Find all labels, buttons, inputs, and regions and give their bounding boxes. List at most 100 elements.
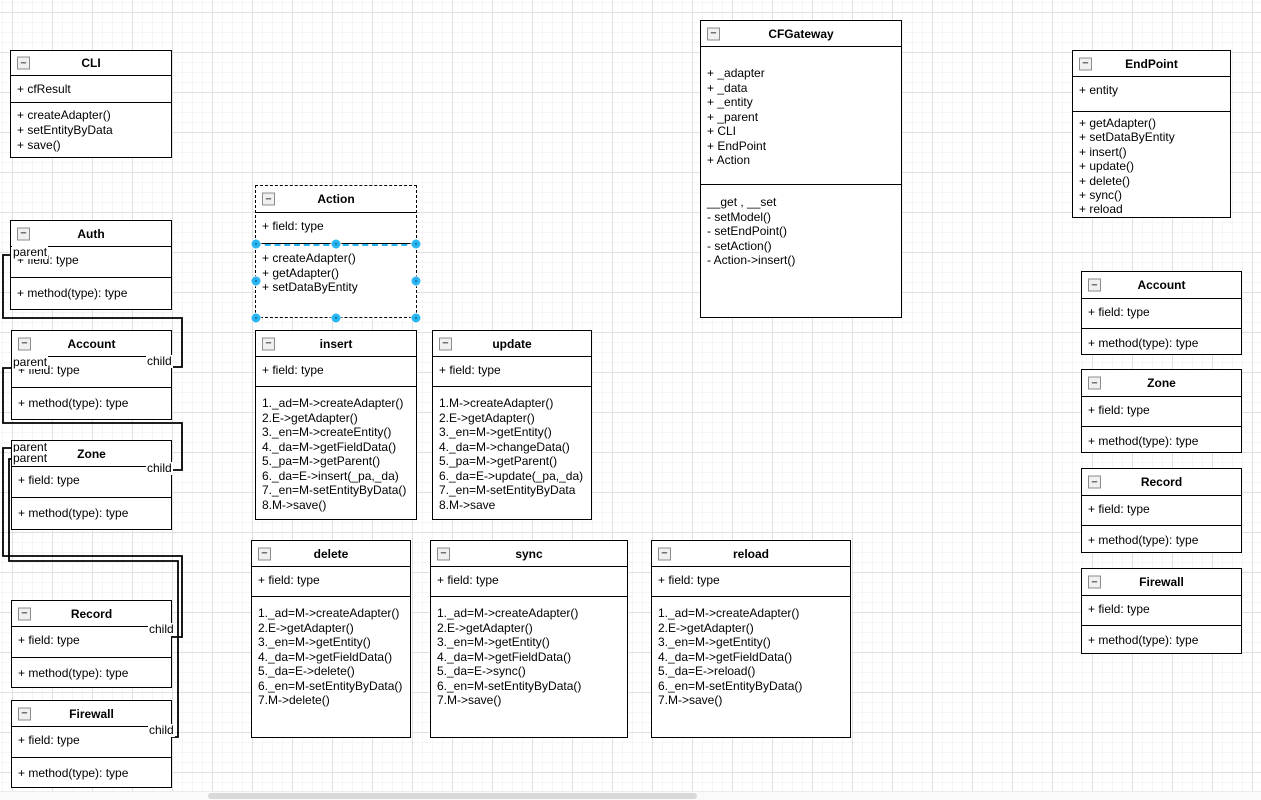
class-record-left[interactable]: − Record + field: type + method(type): t… [11, 600, 172, 688]
member-line[interactable]: 4._da=M->getFieldData() [437, 649, 572, 664]
selection-handle-top-mid[interactable] [331, 239, 341, 248]
member-line[interactable]: 5._pa=M->getParent() [439, 454, 558, 468]
member-line[interactable]: 5._da=E->sync() [437, 664, 526, 678]
edge-account-zone[interactable] [2, 367, 183, 471]
collapse-icon[interactable]: − [262, 337, 275, 350]
collapse-icon[interactable]: − [707, 27, 720, 40]
selection-handle-mid-right[interactable] [411, 276, 421, 285]
member-line[interactable]: 1._ad=M->createAdapter() [258, 606, 400, 620]
member-line[interactable]: + method(type): type [1088, 434, 1199, 448]
member-line[interactable]: + field: type [1088, 403, 1150, 417]
edge-zone-firewall[interactable] [8, 458, 179, 738]
member-line[interactable]: 1._ad=M->createAdapter() [437, 606, 579, 620]
member-line[interactable]: 6._en=M-setEntityByData() [658, 678, 803, 693]
member-line[interactable]: + method(type): type [17, 286, 128, 300]
class-sync[interactable]: − sync + field: type 1._ad=M->createAdap… [430, 540, 628, 738]
member-line[interactable]: 8.M->save() [262, 497, 327, 512]
member-line[interactable]: 5._da=E->reload() [658, 664, 756, 678]
member-line[interactable]: + sync() [1079, 188, 1123, 203]
member-line[interactable]: + field: type [258, 573, 320, 587]
member-line[interactable]: + field: type [437, 573, 499, 587]
selection-handle-top-left[interactable] [251, 239, 261, 248]
edge-label-account-parent[interactable]: parent [12, 355, 49, 369]
member-line[interactable]: + field: type [439, 363, 501, 377]
collapse-icon[interactable]: − [18, 607, 31, 620]
member-line[interactable]: + setDataByEntity [262, 280, 358, 294]
member-line[interactable]: + method(type): type [18, 396, 129, 410]
selection-handle-bottom-right[interactable] [411, 313, 421, 322]
member-line[interactable]: 4._da=M->getFieldData() [258, 649, 393, 664]
member-line[interactable]: 3._en=M->getEntity() [258, 635, 371, 649]
member-line[interactable]: - Action->insert() [707, 253, 796, 267]
member-line[interactable]: - setModel() [707, 209, 772, 224]
member-line[interactable]: 6._en=M-setEntityByData() [437, 678, 582, 693]
member-line[interactable]: + entity [1079, 83, 1119, 97]
member-line[interactable]: + CLI [707, 124, 737, 138]
class-insert[interactable]: − insert + field: type 1._ad=M->createAd… [255, 330, 417, 520]
member-line[interactable]: 1.M->createAdapter() [439, 396, 554, 410]
member-line[interactable]: 2.E->getAdapter() [439, 410, 535, 425]
member-line[interactable]: 5._pa=M->getParent() [262, 454, 381, 468]
horizontal-scrollbar-track[interactable] [0, 791, 1261, 800]
collapse-icon[interactable]: − [1088, 475, 1101, 489]
member-line[interactable]: 7.M->save() [437, 693, 502, 707]
member-line[interactable]: - setAction() [707, 238, 772, 253]
member-line[interactable]: + EndPoint [707, 138, 767, 153]
member-line[interactable]: + Action [707, 153, 751, 167]
member-line[interactable]: + insert() [1079, 144, 1127, 159]
member-line[interactable]: + field: type [262, 363, 324, 377]
member-line[interactable]: 6._da=E->insert(_pa,_da) [262, 468, 399, 483]
collapse-icon[interactable]: − [1088, 278, 1101, 292]
class-account-right[interactable]: − Account + field: type + method(type): … [1081, 271, 1242, 355]
member-line[interactable]: 7.M->delete() [258, 693, 330, 707]
collapse-icon[interactable]: − [1088, 376, 1101, 390]
member-line[interactable]: 1._ad=M->createAdapter() [262, 396, 404, 410]
collapse-icon[interactable]: − [17, 56, 30, 70]
member-line[interactable]: + getAdapter() [262, 265, 340, 280]
collapse-icon[interactable]: − [1079, 57, 1092, 70]
member-line[interactable]: 7.M->save() [658, 693, 723, 707]
member-line[interactable]: + _adapter [707, 66, 765, 80]
class-firewall-right[interactable]: − Firewall + field: type + method(type):… [1081, 568, 1242, 654]
member-line[interactable]: + field: type [1088, 502, 1150, 516]
class-firewall-left[interactable]: − Firewall + field: type + method(type):… [11, 700, 172, 788]
collapse-icon[interactable]: − [658, 547, 671, 560]
collapse-icon[interactable]: − [18, 707, 31, 720]
member-line[interactable]: + createAdapter() [262, 251, 356, 265]
class-delete[interactable]: − delete + field: type 1._ad=M->createAd… [251, 540, 411, 738]
edge-label-zone-child[interactable]: child [146, 461, 173, 475]
edge-label-record-child[interactable]: child [148, 622, 175, 636]
member-line[interactable]: 7._en=M-setEntityByData [439, 483, 576, 497]
member-line[interactable]: 3._en=M->createEntity() [262, 425, 392, 439]
collapse-icon[interactable]: − [439, 337, 452, 350]
class-cli[interactable]: − CLI + cfResult + createAdapter()+ setE… [10, 50, 172, 158]
member-line[interactable]: + field: type [1088, 602, 1150, 616]
member-line[interactable]: 3._en=M->getEntity() [437, 635, 550, 649]
member-line[interactable]: __get , __set [707, 195, 777, 209]
member-line[interactable]: 4._da=M->getFieldData() [658, 649, 793, 664]
class-zone-right[interactable]: − Zone + field: type + method(type): typ… [1081, 369, 1242, 453]
collapse-icon[interactable]: − [18, 337, 31, 350]
member-line[interactable]: + method(type): type [18, 506, 129, 520]
member-line[interactable]: 6._da=E->update(_pa,_da) [439, 468, 584, 483]
edge-label-zone-parent-2[interactable]: parent [12, 451, 49, 465]
class-action[interactable]: − Action + field: type + createAdapter()… [251, 185, 421, 322]
class-cfgateway[interactable]: − CFGateway + _adapter+ _data+ _entity+ … [700, 20, 902, 318]
horizontal-scrollbar-thumb[interactable] [208, 793, 697, 799]
member-line[interactable]: 8.M->save [439, 497, 496, 512]
member-line[interactable]: + getAdapter() [1079, 116, 1157, 130]
collapse-icon[interactable]: − [437, 547, 450, 560]
member-line[interactable]: + method(type): type [18, 766, 129, 780]
member-line[interactable]: + update() [1079, 159, 1135, 174]
edge-label-zone-parent-1[interactable]: parent [12, 440, 49, 454]
member-line[interactable]: 7._en=M-setEntityByData() [262, 483, 407, 497]
member-line[interactable]: + setEntityByData [17, 123, 113, 138]
member-line[interactable]: + method(type): type [18, 666, 129, 680]
class-endpoint[interactable]: − EndPoint + entity + getAdapter()+ setD… [1072, 50, 1231, 218]
edge-zone-record[interactable] [2, 447, 183, 638]
member-line[interactable]: + delete() [1079, 173, 1131, 188]
edge-label-auth-parent[interactable]: parent [12, 245, 49, 259]
collapse-icon[interactable]: − [262, 192, 275, 206]
member-line[interactable]: + _parent [707, 109, 759, 124]
